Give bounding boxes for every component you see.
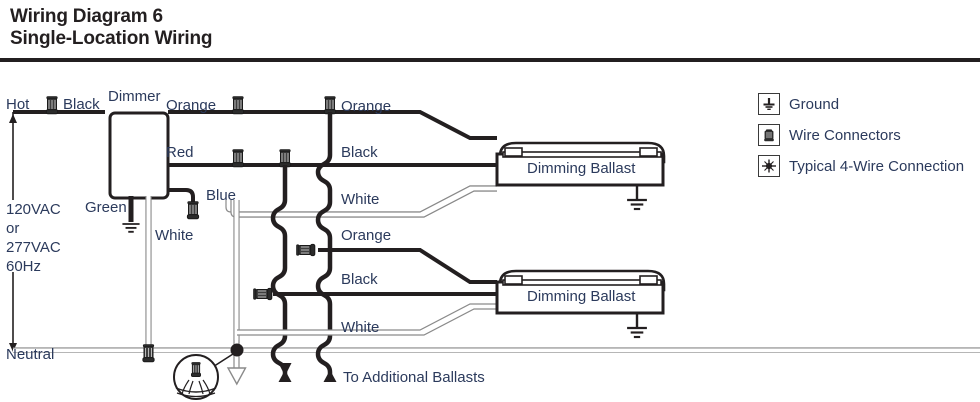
label-orange-bus-2: Orange [341,227,392,244]
supply-neutral-wire [13,347,980,353]
wire-connector-black-in [45,96,59,115]
legend-item-wire-connectors: Wire Connectors [758,121,964,149]
dimming-ballast-lower [495,269,666,339]
ground-icon [758,93,780,115]
label-voltage-4: 60Hz [6,258,42,275]
label-neutral: Neutral [6,346,55,363]
label-voltage-1: 120VAC [6,201,61,218]
dimmer-white-wire [142,196,155,363]
black-bus-2-wire [253,287,497,301]
four-wire-connection-callout [173,343,244,400]
label-orange-bus: Orange [341,98,392,115]
label-blue: Blue [206,187,237,204]
red-black-bus-wire [168,149,497,168]
title-line-1: Wiring Diagram 6 [10,6,163,27]
legend-label-wire-connectors: Wire Connectors [789,126,901,144]
legend-label-four-wire-connection: Typical 4-Wire Connection [789,157,965,175]
legend: Ground Wire Connectors [758,90,964,183]
label-black-bus-2: Black [341,271,378,288]
label-red: Red [166,144,194,161]
black-vertical-bus-a [270,165,292,382]
label-additional-ballasts: To Additional Ballasts [343,369,485,386]
header-divider [0,58,980,62]
label-black-in: Black [63,96,100,113]
label-voltage-3: 277VAC [6,239,61,256]
four-wire-connection-icon [758,155,780,177]
dimmer-ground-wire [121,196,141,233]
page-title: Wiring Diagram 6 Single-Location Wiring [10,6,213,50]
legend-label-ground: Ground [789,95,840,113]
legend-item-four-wire-connection: Typical 4-Wire Connection [758,152,964,180]
dimmer-device [108,111,170,200]
label-dimmer: Dimmer [108,88,161,105]
label-green: Green [85,199,127,216]
label-white-bus-2: White [341,319,380,336]
white-bus-2-wire [237,303,497,336]
label-hot: Hot [6,96,30,113]
black-vertical-bus-b [315,112,337,382]
wire-connector-icon [758,124,780,146]
label-voltage-2: or [6,220,20,237]
label-black-bus-1: Black [341,144,378,161]
orange-bus-2-wire [296,243,497,284]
ballast-label-upper: Dimming Ballast [527,160,636,177]
label-orange-top: Orange [166,97,217,114]
label-white-dimmer: White [155,227,194,244]
orange-bus-wire [168,96,497,140]
blue-wire [168,188,200,220]
label-white-bus-1: White [341,191,380,208]
dimming-ballast-upper [495,141,666,211]
white-bus-1-wire [225,185,497,218]
legend-item-ground: Ground [758,90,964,118]
title-line-2: Single-Location Wiring [10,28,213,49]
ballast-label-lower: Dimming Ballast [527,288,636,305]
